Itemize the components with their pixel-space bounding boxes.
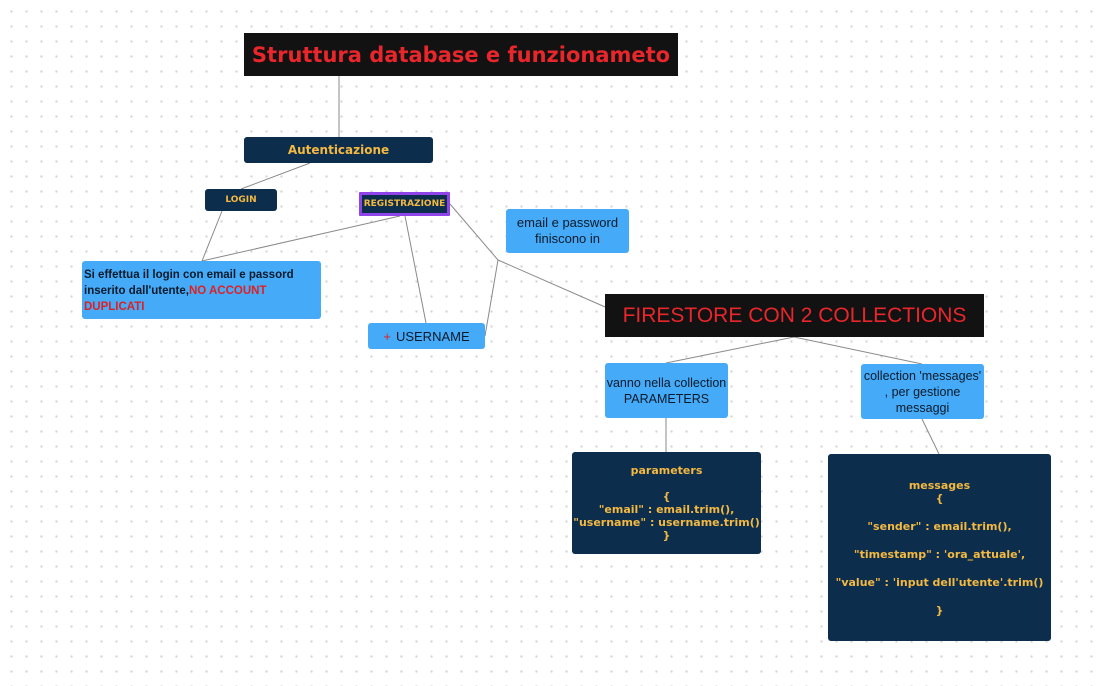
- parameters-collection: parameters { "email" : email.trim(), "us…: [572, 452, 761, 554]
- login-note-warning: NO ACCOUNT DUPLICATI: [84, 285, 267, 313]
- params-note-text: vanno nella collection PARAMETERS: [606, 375, 727, 406]
- parameters-open-brace: {: [662, 490, 671, 503]
- parameters-field-username: "username" : username.trim(): [573, 516, 760, 529]
- link-messagesnote-messages: [921, 418, 940, 455]
- messages-close-brace: }: [935, 603, 944, 617]
- link-firestore-params: [665, 336, 795, 364]
- link-login-note: [201, 210, 223, 262]
- diagram-title: Struttura database e funzionameto: [244, 33, 678, 76]
- link-auth-login: [240, 162, 311, 190]
- email-note: email e password finiscono in: [506, 209, 629, 253]
- registration-node: REGISTRAZIONE: [359, 192, 450, 216]
- auth-label: Autenticazione: [287, 143, 390, 157]
- messages-note-text: collection 'messages' , per gestione mes…: [863, 368, 982, 415]
- login-note: Si effettua il login con email e passord…: [82, 261, 321, 319]
- messages-open-brace: {: [935, 491, 944, 505]
- messages-name: messages: [908, 478, 971, 492]
- params-note: vanno nella collection PARAMETERS: [605, 363, 728, 418]
- auth-node: Autenticazione: [244, 137, 433, 163]
- plus-icon: +: [383, 328, 391, 344]
- login-label: LOGIN: [225, 195, 257, 205]
- diagram-title-text: Struttura database e funzionameto: [251, 42, 671, 67]
- email-note-text: email e password finiscono in: [516, 215, 619, 246]
- messages-note: collection 'messages' , per gestione mes…: [861, 364, 984, 419]
- login-node: LOGIN: [205, 189, 277, 211]
- username-node: + USERNAME: [368, 323, 485, 349]
- messages-field-timestamp: "timestamp" : 'ora_attuale',: [853, 547, 1026, 561]
- link-reg-junction: [449, 203, 499, 261]
- messages-field-sender: "sender" : email.trim(),: [867, 519, 1012, 533]
- link-firestore-messages: [793, 336, 923, 365]
- messages-field-value: "value" : 'input dell'utente'.trim(): [835, 575, 1044, 589]
- parameters-name: parameters: [630, 464, 703, 477]
- login-note-text: Si effettua il login con email e passord…: [84, 269, 294, 297]
- messages-collection: messages { "sender" : email.trim(), "tim…: [828, 454, 1051, 641]
- firestore-node: FIRESTORE CON 2 COLLECTIONS: [605, 294, 984, 337]
- parameters-field-email: "email" : email.trim(),: [598, 503, 735, 516]
- link-junction-username: [484, 259, 499, 337]
- firestore-label: FIRESTORE CON 2 COLLECTIONS: [622, 303, 967, 327]
- link-junction-firestore: [497, 259, 613, 311]
- registration-label: REGISTRAZIONE: [363, 199, 446, 209]
- parameters-close-brace: }: [662, 529, 671, 542]
- link-reg-note: [201, 215, 401, 262]
- username-label: USERNAME: [395, 328, 470, 344]
- link-reg-username: [404, 215, 427, 324]
